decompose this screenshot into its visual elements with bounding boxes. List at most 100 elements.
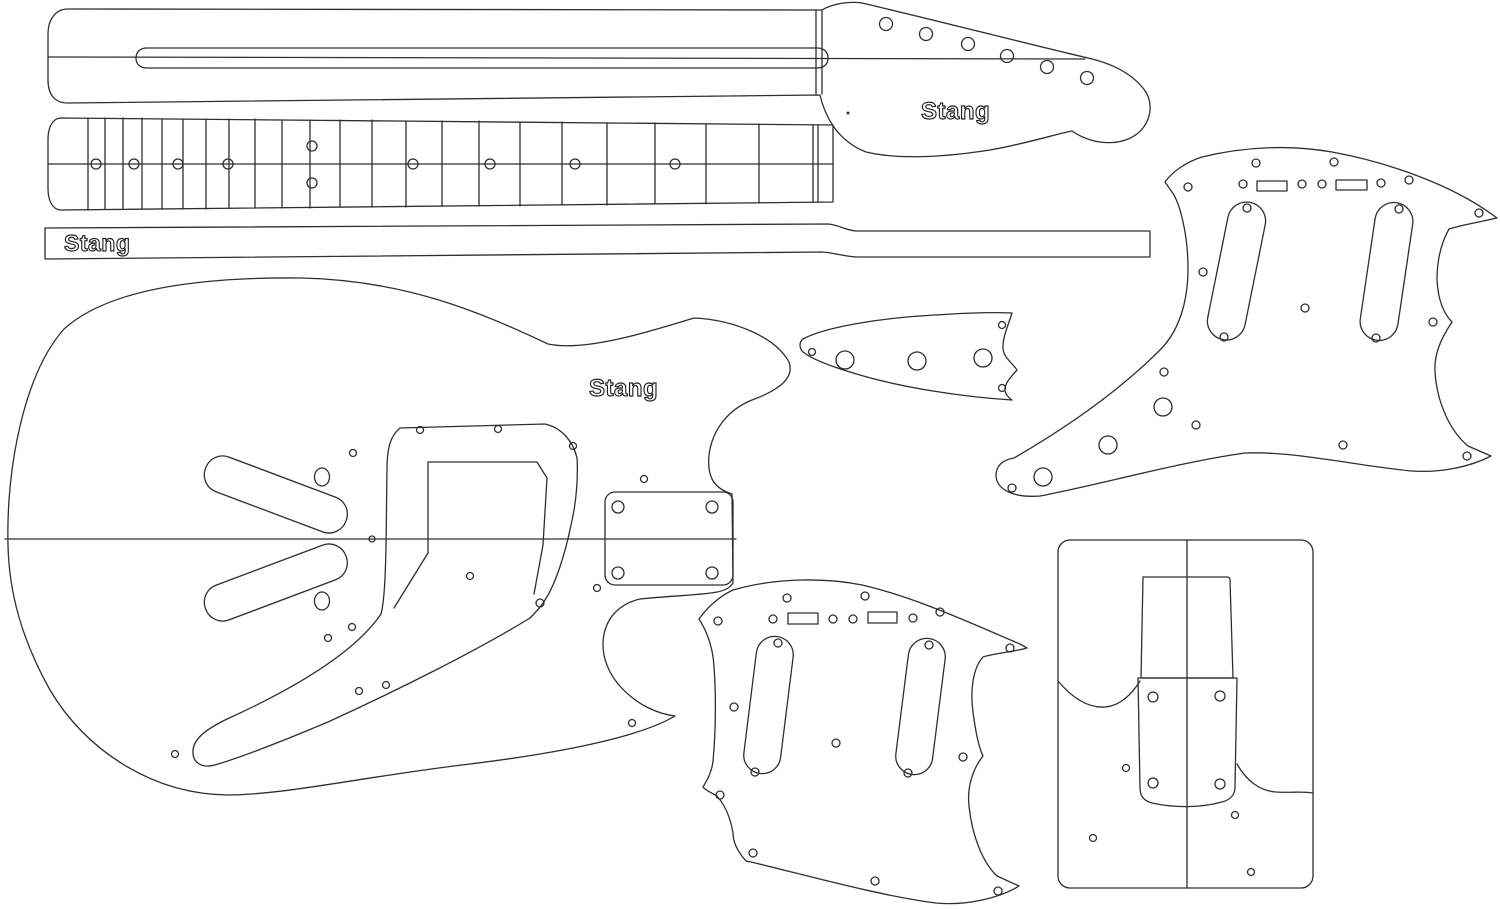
screw-hole	[1329, 157, 1339, 167]
truss-rod-slot	[135, 47, 829, 69]
screw-hole	[713, 616, 723, 626]
screw-hole	[1121, 763, 1131, 773]
screw-hole	[1394, 204, 1404, 214]
fretboard-outline	[47, 117, 834, 211]
screw-hole	[958, 752, 968, 762]
tuner-hole	[1039, 59, 1055, 75]
screw-hole	[903, 768, 913, 778]
screw-hole	[1246, 867, 1256, 877]
pickup-cutout	[743, 635, 794, 775]
screw-hole	[1242, 203, 1252, 213]
neck-pocket-rout	[192, 423, 578, 767]
body-contour-curve-right	[1236, 763, 1314, 794]
marker-dot	[306, 140, 318, 152]
screw-hole	[1317, 179, 1327, 189]
screw-hole	[1462, 451, 1472, 461]
screw-hole	[1159, 367, 1169, 377]
screw-hole	[1198, 267, 1208, 277]
tuner-hole	[878, 16, 894, 32]
marker-dot	[90, 158, 102, 170]
pickguard-screw-holes	[713, 591, 1015, 896]
screw-hole	[347, 622, 357, 632]
control-hole	[835, 350, 855, 370]
screw-hole	[348, 448, 358, 458]
screw-hole	[1219, 332, 1229, 342]
neck-centerline	[47, 56, 1086, 60]
pocket-screw-hole	[1147, 777, 1159, 789]
body-logo-text: Stang	[589, 375, 658, 402]
screw-hole	[1251, 158, 1261, 168]
angled-rout-lower	[203, 543, 349, 622]
screw-hole	[860, 591, 870, 601]
screw-hole	[323, 633, 333, 643]
pocket-screw-hole	[1147, 691, 1159, 703]
screw-hole	[493, 424, 503, 434]
screw-hole	[1005, 643, 1015, 653]
tuner-hole	[960, 36, 976, 52]
neck-plate-hole	[705, 566, 719, 580]
screw-hole	[1338, 440, 1348, 450]
marker-dot	[407, 158, 419, 170]
screw-hole	[1428, 317, 1438, 327]
pot-hole	[1033, 467, 1053, 487]
screw-hole	[1230, 810, 1240, 820]
screw-hole	[870, 876, 880, 886]
pocket-screw-hole	[1214, 690, 1226, 702]
marker-dot	[569, 158, 581, 170]
marker-dot	[484, 158, 496, 170]
neck-plate-hole	[611, 566, 625, 580]
fretboard-template	[47, 117, 834, 211]
body-screw-holes	[170, 424, 649, 759]
body-outline	[7, 277, 791, 796]
neck-plate-hole	[611, 500, 625, 514]
screw-hole	[1474, 208, 1484, 218]
neck-blank-outline	[44, 223, 1151, 260]
screw-hole	[908, 613, 918, 623]
tuner-hole	[918, 26, 934, 42]
control-hole	[907, 351, 927, 371]
screw-hole	[639, 474, 649, 484]
neck-plate	[604, 491, 734, 586]
screw-hole	[627, 718, 637, 728]
round-rout	[313, 591, 331, 611]
screw-hole	[465, 571, 475, 581]
screw-hole	[1371, 333, 1381, 343]
pickup-cutout	[1206, 201, 1267, 341]
control-hole	[973, 348, 993, 368]
pickguard-screw-holes	[1007, 157, 1484, 493]
screw-hole	[750, 767, 760, 777]
screw-hole	[1183, 182, 1193, 192]
screw-hole	[997, 383, 1007, 393]
screw-hole	[715, 790, 725, 800]
neck-side-blank-template: Stang	[44, 223, 1151, 260]
neck-blank-logo-text: Stang	[64, 230, 130, 256]
screw-hole	[935, 607, 945, 617]
neck-pocket-inner-leg	[393, 552, 429, 609]
screw-hole	[568, 441, 578, 451]
control-plate-outline	[799, 311, 1018, 401]
control-plate-template	[799, 311, 1018, 401]
switch-slot	[1335, 179, 1368, 191]
pocket-screw-hole	[1214, 778, 1226, 790]
screw-hole	[848, 614, 858, 624]
pot-hole	[1153, 397, 1173, 417]
tuner-hole	[999, 48, 1015, 64]
screw-hole	[748, 848, 758, 858]
screw-hole	[1238, 179, 1248, 189]
rout-hole	[535, 598, 545, 608]
template-border	[1057, 539, 1314, 889]
screw-hole	[828, 614, 838, 624]
switch-slot	[1256, 180, 1288, 192]
neck-plate-hole	[705, 500, 719, 514]
screw-hole	[354, 686, 364, 696]
pickup-cutout	[895, 637, 946, 776]
screw-hole	[807, 347, 817, 357]
screw-hole	[1300, 303, 1310, 313]
screw-hole	[768, 614, 778, 624]
pickup-cutout	[1359, 201, 1414, 342]
round-rout	[313, 467, 331, 487]
fret-marker-dots	[90, 140, 681, 189]
stray-dot	[846, 111, 850, 115]
screw-hole	[1376, 178, 1386, 188]
